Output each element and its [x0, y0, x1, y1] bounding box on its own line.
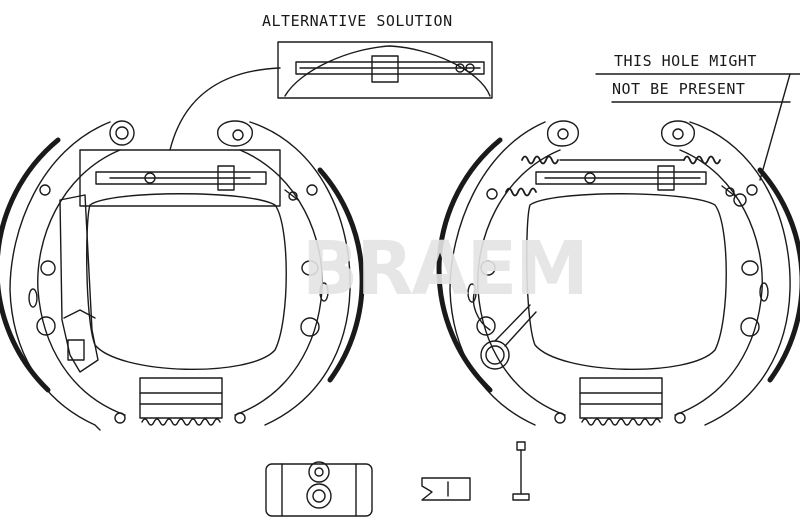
pin-line — [721, 185, 736, 197]
park-lever — [59, 194, 99, 373]
left-strut — [95, 171, 267, 185]
right-lining-left — [436, 137, 503, 393]
left-lining-right — [317, 167, 365, 383]
pin-line — [284, 189, 299, 201]
inlet-inner — [312, 489, 326, 503]
lever-bracket — [67, 339, 85, 361]
inset-adjuster — [371, 55, 399, 83]
inset-pin — [455, 63, 465, 73]
right-lining-right — [757, 167, 800, 383]
strut-pin — [144, 172, 156, 184]
hole — [301, 260, 319, 276]
cylinder-body — [265, 463, 373, 517]
left-backplate — [86, 193, 287, 371]
alt-leader-line — [169, 67, 281, 151]
alternative-solution-label: ALTERNATIVE SOLUTION — [262, 12, 453, 30]
strut-adjuster — [217, 165, 235, 191]
hold-down-spring-inner — [485, 345, 505, 365]
spring-arm — [494, 304, 537, 347]
hole — [674, 412, 686, 424]
right-shoe-outer-right — [689, 121, 791, 426]
clip — [421, 477, 471, 501]
left-lining-left — [0, 137, 61, 393]
inset-arc — [284, 45, 491, 97]
slot — [759, 282, 769, 302]
right-lower-spring — [505, 187, 537, 197]
pin-base — [512, 493, 530, 501]
right-strut — [535, 171, 707, 185]
pin — [288, 191, 298, 201]
right-right-lug — [661, 120, 695, 147]
hole-note-line1: THIS HOLE MIGHT — [614, 52, 757, 70]
left-shoe-web-left — [37, 149, 126, 416]
slot — [319, 282, 329, 302]
hole — [486, 188, 498, 200]
right-backplate — [526, 193, 727, 371]
hole — [746, 184, 758, 196]
inset-strut — [295, 61, 485, 75]
note-leader — [759, 73, 791, 181]
bleed-screw-inner — [314, 467, 324, 477]
strut-pin — [584, 172, 596, 184]
pin — [725, 187, 735, 197]
left-anchor-hole-inner — [115, 126, 129, 140]
lever-clip — [63, 309, 96, 319]
optional-hole — [733, 193, 747, 207]
left-brake-shoe-assembly — [0, 120, 365, 431]
wheel-cylinder — [265, 461, 373, 517]
hole-note-line2: NOT BE PRESENT — [612, 80, 746, 98]
right-brake-shoe-assembly — [436, 120, 800, 426]
lug-hole — [557, 128, 569, 140]
bleed-screw — [308, 461, 330, 483]
left-shoe-outer-right — [249, 121, 351, 426]
hole — [741, 260, 759, 276]
lug-hole — [672, 128, 684, 140]
hole — [554, 412, 566, 424]
detail-box — [79, 149, 281, 207]
hole — [480, 260, 496, 276]
hole — [40, 260, 56, 276]
hole — [306, 184, 318, 196]
slot — [467, 283, 477, 303]
alternative-solution-inset — [277, 41, 493, 99]
left-shoe-outer-left — [9, 121, 111, 431]
pin-part — [512, 441, 530, 501]
hole — [234, 412, 246, 424]
hole — [300, 317, 320, 337]
left-anchor-hole — [109, 120, 135, 146]
strut-adjuster — [657, 165, 675, 191]
inset-box — [277, 41, 493, 99]
hole-note-leader — [595, 73, 800, 181]
retainer-wire — [472, 289, 491, 331]
hole — [114, 412, 126, 424]
slot — [28, 288, 38, 308]
hole — [39, 184, 51, 196]
left-shoe-web-right — [234, 149, 323, 416]
right-top-spring-left — [521, 155, 559, 165]
hole — [476, 316, 496, 336]
inlet — [306, 483, 332, 509]
inset-pin — [465, 63, 475, 73]
right-bottom-plate — [579, 377, 663, 419]
right-shoe-web-left — [477, 149, 566, 416]
pin-head — [516, 441, 526, 451]
left-right-lug — [217, 120, 253, 147]
right-top-spring-right — [683, 155, 721, 165]
left-bottom-spring — [141, 418, 221, 426]
hole — [36, 316, 56, 336]
left-bottom-plate — [139, 377, 223, 419]
left-lug-hole — [232, 129, 244, 141]
right-left-lug — [546, 120, 579, 147]
right-shoe-web-right — [674, 149, 763, 416]
right-shoe-outer-left — [449, 121, 546, 426]
hole — [740, 317, 760, 337]
clip-body — [421, 477, 471, 501]
right-bottom-spring — [581, 418, 661, 426]
